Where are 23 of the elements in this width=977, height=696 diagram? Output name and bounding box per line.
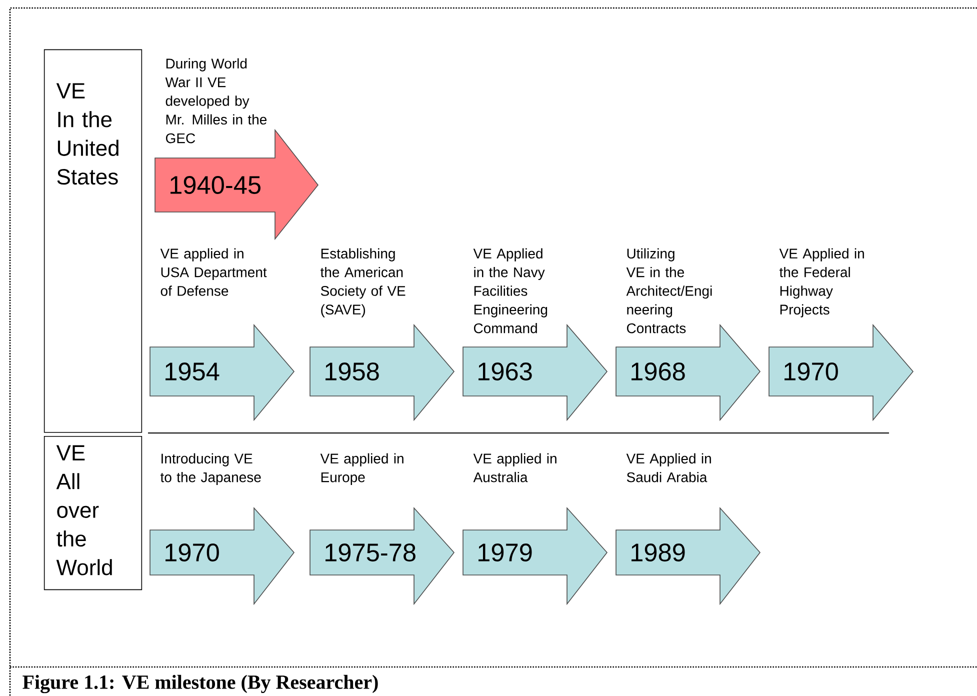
year-label: 1940-45 [170,176,260,194]
milestone-text: VE applied in USA Department of Defense [160,248,267,296]
side-label-box: VE In the United States [44,49,142,433]
milestone-text: Establishing the American Society of VE (SAVE) [320,248,406,318]
figure-caption: Figure 1.1: VE milestone (By Researcher) [22,674,378,694]
milestone-text: VE Applied in the Federal Highway Projects [779,248,864,318]
year-label: 1970 [166,544,219,562]
year-label: 1958 [326,362,379,380]
milestone-text: During World War II VE developed by Mr. Milles in the GEC [165,58,267,144]
year-label: 1975-78 [326,544,416,562]
year-label: 1970 [784,362,838,380]
milestone-text: Utilizing VE in the Architect/Engi neering Contracts [626,248,712,334]
milestone-text: VE Applied in Saudi Arabia [626,453,711,482]
milestone-text: Introducing VE to the Japanese [160,453,261,485]
year-label: 1989 [632,544,685,562]
year-label: 1968 [632,362,685,380]
milestone-text: VE applied in Australia [473,453,556,482]
side-label-box: VE All over the World [44,436,142,590]
year-label: 1963 [478,362,532,380]
milestone-text: VE Applied in the Navy Facilities Engineering Command [473,248,548,334]
year-label: 1979 [478,544,532,562]
year-label: 1954 [166,362,220,380]
milestone-text: VE applied in Europe [320,453,404,485]
